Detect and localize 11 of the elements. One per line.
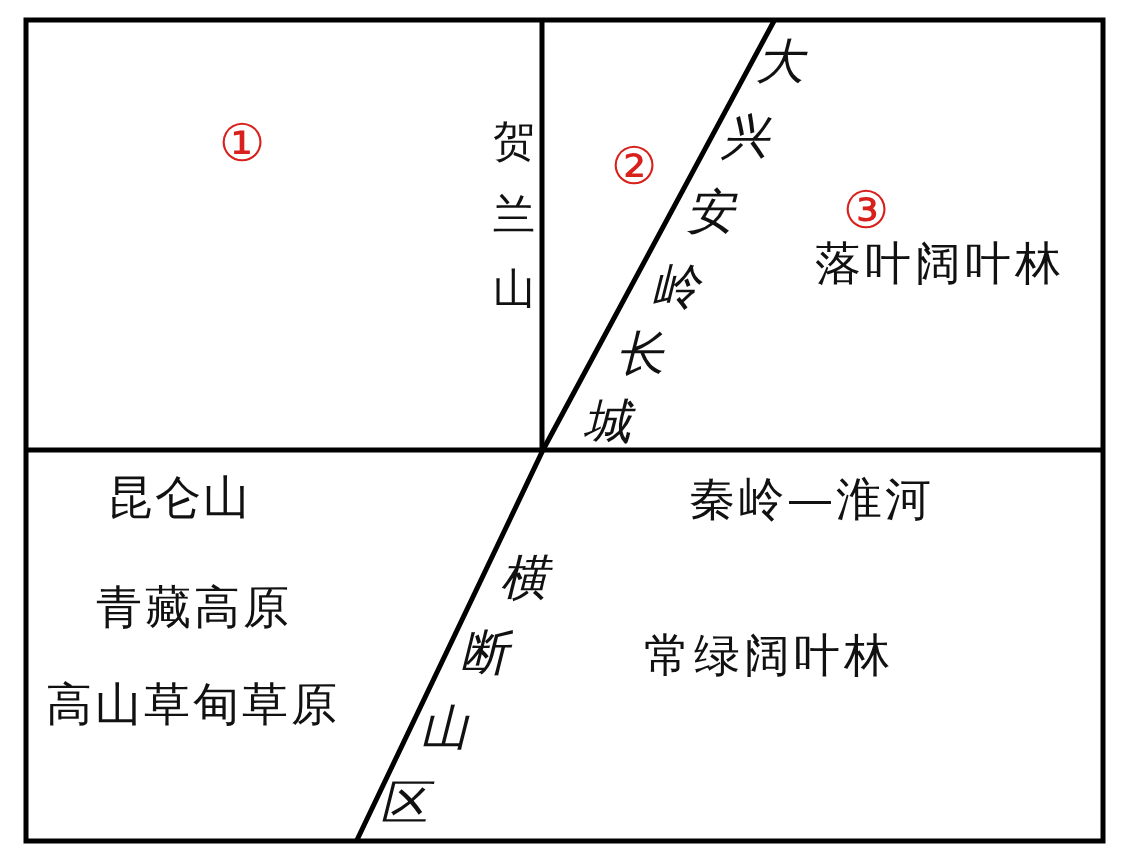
region-label: 高山草甸草原: [44, 681, 340, 727]
region-label: 昆仑山: [106, 474, 251, 520]
region-number: ①: [218, 117, 266, 169]
slanted-label: 横断山区: [380, 539, 560, 840]
vertical-label: 贺兰山: [493, 115, 535, 315]
region-label: 青藏高原: [94, 584, 292, 630]
region-label: 秦岭—淮河: [688, 476, 934, 522]
region-number: ③: [842, 184, 890, 236]
slanted-label: 长城: [583, 324, 666, 451]
region-label: 落叶阔叶林: [814, 240, 1065, 286]
region-label: 常绿阔叶林: [643, 632, 894, 678]
